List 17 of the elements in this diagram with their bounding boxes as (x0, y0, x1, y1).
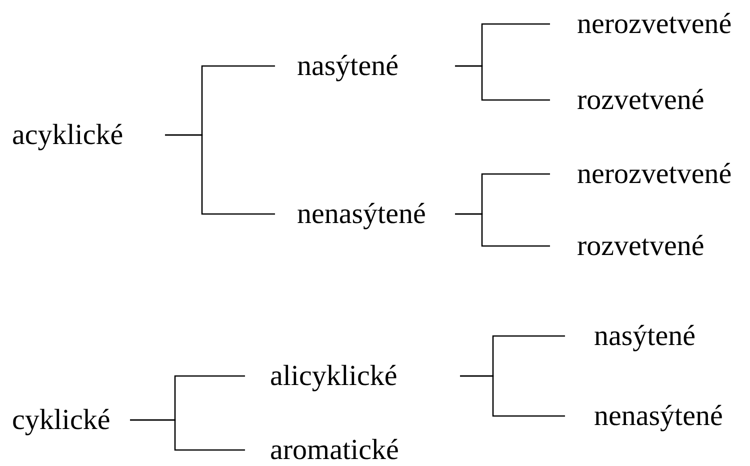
category-label: rozvetvené (550, 84, 706, 116)
category-label: nerozvetvené (550, 158, 734, 190)
category-label: nasýtené (565, 320, 698, 352)
connector-line (165, 134, 275, 215)
category-label: nenasýtené (275, 198, 455, 230)
category-label: rozvetvené (550, 230, 706, 262)
connector-line (455, 65, 550, 101)
category-label: alicyklické (245, 360, 460, 392)
connector-line (455, 213, 550, 247)
category-label: cyklické (10, 404, 130, 436)
category-label: nasýtené (275, 50, 455, 82)
category-label: nerozvetvené (550, 8, 734, 40)
category-label: aromatické (245, 434, 401, 466)
connector-line (460, 375, 565, 417)
category-label: acyklické (10, 120, 165, 150)
connector-line (130, 419, 245, 451)
category-label: nenasýtené (565, 400, 725, 432)
